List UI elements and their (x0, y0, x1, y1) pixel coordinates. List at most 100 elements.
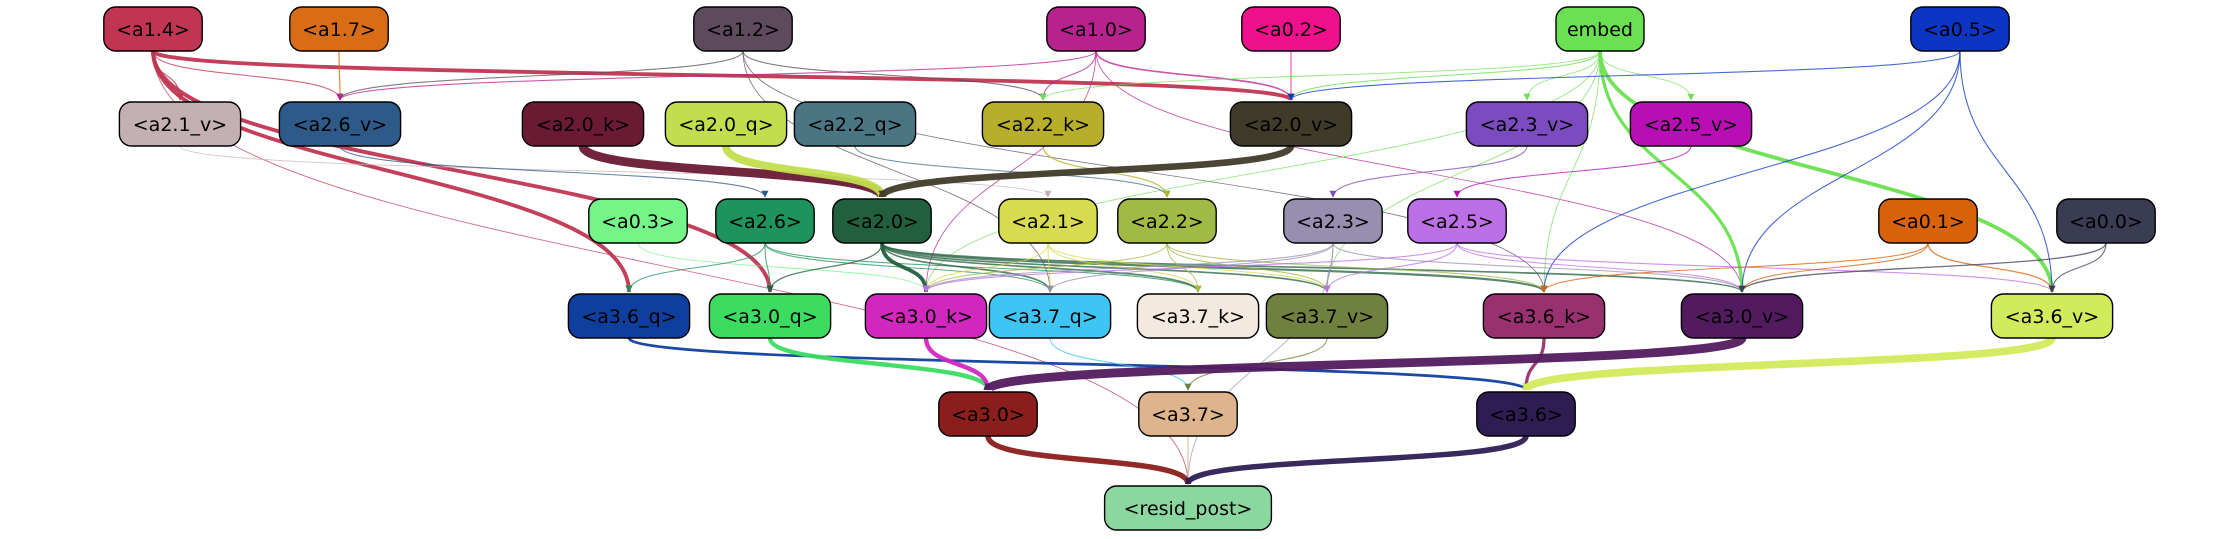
node-embed[interactable]: embed (1555, 6, 1645, 52)
node-box (715, 198, 815, 244)
node-box (1103, 485, 1273, 531)
node-label: <a3.6_q> (581, 306, 676, 328)
edge-a2_6-to-a3_0_q (764, 242, 774, 293)
node-a2-0-v[interactable]: <a2.0_v> (1229, 101, 1353, 147)
node-a2-0[interactable]: <a2.0> (832, 198, 932, 244)
edge-a1_4-to-a2_6_v (152, 50, 344, 101)
node-label: <a2.1> (1011, 211, 1085, 233)
edge-a0_0-to-a3_6_v (2048, 242, 2107, 293)
node-a3-0-k[interactable]: <a3.0_k> (864, 293, 988, 339)
node-label: <a2.5_v> (1644, 114, 1738, 136)
edge-a0_1-to-a3_0_v (1738, 242, 1929, 293)
node-a2-1[interactable]: <a2.1> (998, 198, 1098, 244)
node-a3-7-q[interactable]: <a3.7_q> (988, 293, 1112, 339)
edge-a1_2-to-a2_2_k (742, 50, 1047, 101)
node-resid-post[interactable]: <resid_post> (1103, 485, 1273, 531)
node-a3-0-q[interactable]: <a3.0_q> (708, 293, 832, 339)
node-a1-7[interactable]: <a1.7> (289, 6, 389, 52)
node-box (1229, 101, 1353, 147)
node-a0-2[interactable]: <a0.2> (1241, 6, 1341, 52)
node-label: <a2.2_k> (996, 114, 1090, 136)
edge-embed-to-a2_0_v (1287, 50, 1601, 101)
edge-a1_0-to-a2_0_v (1095, 50, 1295, 101)
node-a0-5[interactable]: <a0.5> (1910, 6, 2010, 52)
edge-a1_7-to-a2_6_v (336, 50, 344, 101)
node-a3-0[interactable]: <a3.0> (938, 391, 1038, 437)
node-label: <a0.2> (1254, 19, 1328, 41)
node-label: <a3.7> (1151, 404, 1225, 426)
edge-a2_5-to-a3_7_v (1323, 242, 1458, 293)
edge-a2_1_v-to-a2_1 (179, 145, 1052, 198)
node-label: <a2.0> (845, 211, 919, 233)
node-label: <a1.4> (116, 19, 190, 41)
edge-a3_0_q-to-a3_0 (767, 337, 992, 391)
edge-a2_0_v-to-a2_0 (878, 144, 1295, 199)
edge-embed-to-a3_6_v (1598, 50, 2056, 293)
node-a1-2[interactable]: <a1.2> (693, 6, 793, 52)
edge-a3_7_q-to-a3_7 (1049, 337, 1192, 391)
node-label: <a2.3_v> (1480, 114, 1574, 136)
node-label: <resid_post> (1124, 498, 1253, 520)
edge-a2_0-to-a3_0_q (766, 242, 883, 293)
node-a3-7-k[interactable]: <a3.7_k> (1136, 293, 1260, 339)
node-label: <a3.7_v> (1280, 306, 1374, 328)
edges-layer (151, 49, 2107, 486)
edge-a2_3-to-a3_0_v (1332, 242, 1746, 293)
node-a2-0-q[interactable]: <a2.0_q> (664, 101, 788, 147)
node-a2-0-k[interactable]: <a2.0_k> (521, 101, 645, 147)
node-box (289, 6, 389, 52)
node-box (1241, 6, 1341, 52)
node-box (1555, 6, 1645, 52)
node-label: <a2.2> (1130, 211, 1204, 233)
node-a2-3[interactable]: <a2.3> (1283, 198, 1383, 244)
edge-a1_4-to-a3_0_q (151, 50, 774, 293)
edge-a2_3-to-a3_0_k (922, 242, 1334, 293)
node-a2-2-k[interactable]: <a2.2_k> (981, 101, 1105, 147)
node-box (938, 391, 1038, 437)
node-box (1046, 6, 1146, 52)
node-a2-6[interactable]: <a2.6> (715, 198, 815, 244)
node-a1-0[interactable]: <a1.0> (1046, 6, 1146, 52)
edge-a2_5-to-a3_0_k (922, 242, 1458, 293)
node-label: <a2.6> (728, 211, 802, 233)
edge-a2_6-to-a3_6_q (625, 242, 766, 293)
node-label: <a3.6> (1489, 404, 1563, 426)
node-a0-3[interactable]: <a0.3> (588, 198, 688, 244)
node-a2-1-v[interactable]: <a2.1_v> (118, 101, 242, 147)
node-a3-0-v[interactable]: <a3.0_v> (1680, 293, 1804, 339)
edge-a1_2-to-a3_7_q (742, 50, 1054, 293)
node-box (664, 101, 788, 147)
node-a3-6-k[interactable]: <a3.6_k> (1482, 293, 1606, 339)
edge-a2_2-to-a3_0_k (922, 242, 1168, 293)
node-a3-7-v[interactable]: <a3.7_v> (1265, 293, 1389, 339)
node-a2-2[interactable]: <a2.2> (1117, 198, 1217, 244)
node-a3-6-v[interactable]: <a3.6_v> (1990, 293, 2114, 339)
node-box (1117, 198, 1217, 244)
node-box (981, 101, 1105, 147)
node-a2-5-v[interactable]: <a2.5_v> (1629, 101, 1753, 147)
node-box (1990, 293, 2114, 339)
edge-a2_2-to-a3_6_k (1166, 242, 1548, 293)
node-a0-0[interactable]: <a0.0> (2056, 198, 2156, 244)
node-label: <a2.0_v> (1244, 114, 1338, 136)
node-a2-2-q[interactable]: <a2.2_q> (793, 101, 917, 147)
node-label: <a3.0_k> (879, 306, 973, 328)
node-a3-6[interactable]: <a3.6> (1476, 391, 1576, 437)
edge-a3_0_k-to-a3_0 (923, 337, 992, 391)
edge-a0_5-to-a2_0_v (1287, 50, 1961, 101)
nodes-layer: <a1.4> <a1.7> <a1.2> <a1.0> <a0.2> embed <a0.5… (103, 6, 2156, 531)
node-a2-5[interactable]: <a2.5> (1407, 198, 1507, 244)
node-a1-4[interactable]: <a1.4> (103, 6, 203, 52)
node-label: <a2.6_v> (293, 114, 387, 136)
node-a2-3-v[interactable]: <a2.3_v> (1465, 101, 1589, 147)
node-label: <a2.1_v> (133, 114, 227, 136)
node-a2-6-v[interactable]: <a2.6_v> (278, 101, 402, 147)
edge-a2_3_v-to-a2_3 (1329, 145, 1528, 198)
node-a3-6-q[interactable]: <a3.6_q> (567, 293, 691, 339)
node-box (998, 198, 1098, 244)
edge-a2_0-to-a3_7_v (881, 242, 1331, 293)
node-a3-7[interactable]: <a3.7> (1138, 391, 1238, 437)
edge-a2_1-to-a3_0_k (922, 242, 1049, 293)
node-a0-1[interactable]: <a0.1> (1878, 198, 1978, 244)
